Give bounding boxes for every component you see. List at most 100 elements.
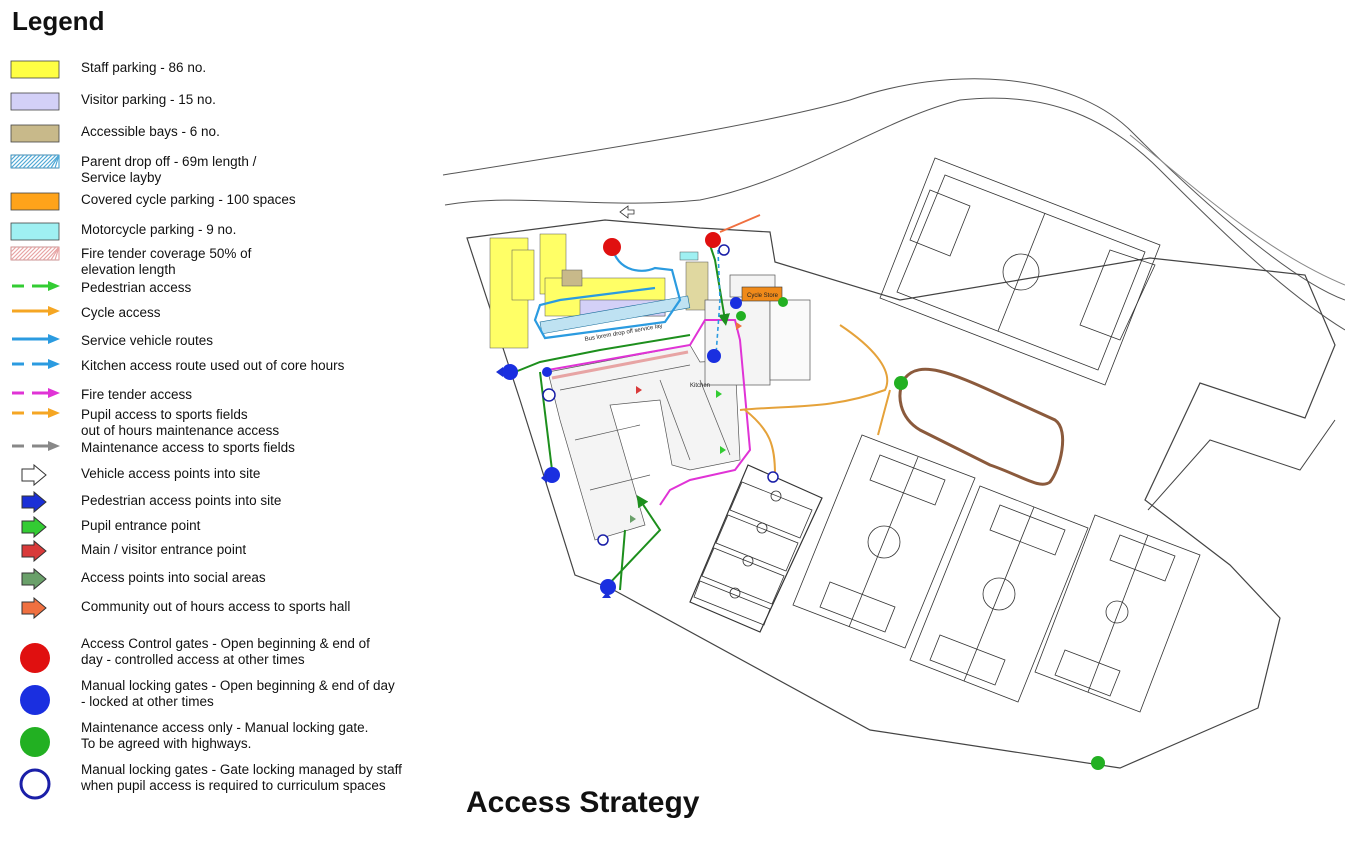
manual-locking-gate [502,364,518,380]
legend-label: Cycle access [81,305,161,320]
legend-item-cycle-access: Cycle access [0,303,430,343]
legend-label: Motorcycle parking - 9 no. [81,222,237,237]
legend-label: Fire tender access [81,387,193,402]
legend-item-manual-locking-gates: Manual locking gates - Open beginning & … [0,678,430,724]
legend-item-staff-managed-gates: Manual locking gates - Gate locking mana… [0,762,430,808]
pupil-access-sports-symbol-icon [8,405,64,445]
motorcycle-parking-area [679,251,699,261]
parent-drop-off-symbol-icon [8,152,64,192]
legend-label: Vehicle access points into site [81,466,261,481]
legend-item-main-visitor-entrance: Main / visitor entrance point [0,539,430,580]
staff-managed-gate [542,388,556,402]
access-road [442,78,1345,331]
legend-item-fire-tender-access: Fire tender access [0,385,430,425]
legend-label: Fire tender coverage 50% of elevation le… [81,246,252,277]
legend-label: Parent drop off - 69m length / Service l… [81,154,257,185]
entry-arrows [496,205,742,598]
cycle-access-symbol-icon [8,303,64,343]
running-track [898,367,1065,486]
staff-managed-gate [597,534,609,546]
vehicle-access-arrow-icon [619,205,635,219]
legend-label: Access points into social areas [81,570,266,585]
manual-locking-gate [730,297,742,309]
pupil-entrance-arrow-icon [716,390,722,398]
legend-item-staff-parking: Staff parking - 86 no. [0,58,430,98]
fire-tender-coverage-hatch [551,350,689,380]
legend-item-visitor-parking: Visitor parking - 15 no. [0,90,430,130]
legend-item-accessible-bays: Accessible bays - 6 no. [0,122,430,162]
kitchen-access-route [715,249,721,356]
manual-locking-gates-symbol-icon [8,684,64,724]
bottom-football-pitches [792,434,1201,713]
staff-managed-gate [767,471,779,483]
legend-label: Staff parking - 86 no. [81,60,207,75]
legend-label: Maintenance access only - Manual locking… [81,720,369,751]
vehicle-access-points-symbol-icon [8,463,64,504]
legend-label: Manual locking gates - Open beginning & … [81,678,395,709]
pedestrian-access-arrow-icon [602,592,611,598]
legend-item-community-access: Community out of hours access to sports … [0,596,430,637]
legend-label: Kitchen access route used out of core ho… [81,358,345,373]
site-boundary [466,219,1336,769]
staff-parking-symbol-icon [8,58,64,98]
legend-label: Pedestrian access points into site [81,493,282,508]
drop-off-label: Bus lorem drop off service lay [584,323,663,343]
muga-courts [689,464,823,633]
legend-item-pedestrian-access-points: Pedestrian access points into site [0,490,430,531]
staff-managed-gates-symbol-icon [8,768,64,808]
legend-label: Main / visitor entrance point [81,542,247,557]
maintenance-gate [1091,756,1105,770]
site-plan-map: Bus lorem drop off service lay Cycle Sto… [442,78,1345,770]
legend-label: Community out of hours access to sports … [81,599,351,614]
cycle-routes [739,324,891,476]
manual-locking-gate [600,579,616,595]
visitor-parking-symbol-icon [8,90,64,130]
legend-item-maintenance-gate: Maintenance access only - Manual locking… [0,720,430,766]
community-access-symbol-icon [8,596,64,637]
legend-title: Legend [12,6,105,36]
manual-locking-gate [707,349,721,363]
access-control-gates-symbol-icon [8,642,64,682]
community-access-arrow-icon [736,322,742,330]
top-football-pitch [879,157,1161,386]
maintenance-gate [736,311,746,321]
legend-item-covered-cycle-parking: Covered cycle parking - 100 spaces [0,190,430,230]
access-gates [502,232,1105,770]
legend-label: Manual locking gates - Gate locking mana… [81,762,402,793]
legend-label: Covered cycle parking - 100 spaces [81,192,296,207]
main-visitor-entrance-symbol-icon [8,539,64,580]
access-control-gate [603,238,621,256]
pedestrian-access-arrow-icon [496,367,503,377]
legend-item-kitchen-access-route: Kitchen access route used out of core ho… [0,356,430,396]
maintenance-gate-symbol-icon [8,726,64,766]
pedestrian-access-symbol-icon [8,278,64,318]
legend-item-pupil-entrance: Pupil entrance point [0,515,430,556]
fire-tender-coverage-symbol-icon [8,244,64,284]
maintenance-gate [778,297,788,307]
accessible-bays-symbol-icon [8,122,64,162]
legend-label: Pedestrian access [81,280,192,295]
neighbour-boundary [1147,419,1336,511]
legend-item-service-vehicle-routes: Service vehicle routes [0,331,430,371]
social-access-points-symbol-icon [8,567,64,608]
cycle-store-label: Cycle Store [747,293,779,299]
maintenance-route [719,214,761,233]
staff-managed-gate [718,244,730,256]
access-control-gate [705,232,721,248]
maintenance-access-sports-symbol-icon [8,438,64,478]
fire-tender-access-symbol-icon [8,385,64,425]
manual-locking-gate [542,367,552,377]
legend-item-motorcycle-parking: Motorcycle parking - 9 no. [0,220,430,260]
service-vehicle-routes-symbol-icon [8,331,64,371]
service-vehicle-route [533,239,682,340]
pupil-entrance-symbol-icon [8,515,64,556]
legend-item-pedestrian-access: Pedestrian access [0,278,430,318]
legend-label: Accessible bays - 6 no. [81,124,220,139]
legend-label: Access Control gates - Open beginning & … [81,636,370,667]
legend-item-pupil-access-sports: Pupil access to sports fields out of hou… [0,405,430,445]
legend-item-social-access-points: Access points into social areas [0,567,430,608]
motorcycle-parking-symbol-icon [8,220,64,260]
social-access-arrow-icon [630,515,636,523]
legend-item-maintenance-access-sports: Maintenance access to sports fields [0,438,430,478]
legend-label: Maintenance access to sports fields [81,440,295,455]
